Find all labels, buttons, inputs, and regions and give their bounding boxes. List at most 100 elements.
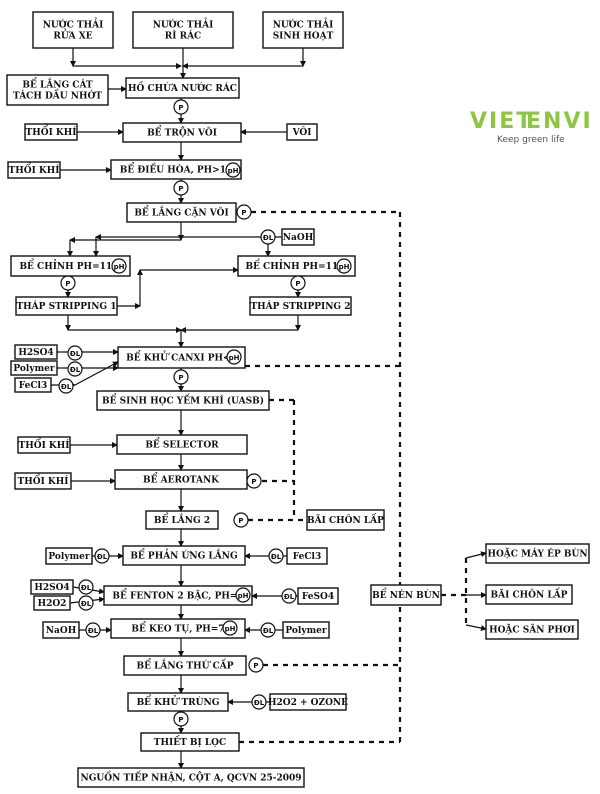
dosing-polymer-3-symbol: ĐL [260,622,276,638]
ph-coag-glyph: pH [225,625,236,633]
dosing-fecl3-1-circle [58,378,74,394]
chem-h2o2: H2O2 [33,595,71,611]
node-press-label: HOẶC MÁY ÉP BÙN [487,548,587,560]
dosing-h2so4-2-symbol: ĐL [78,579,94,595]
dosing-feso4-glyph: ĐL [284,593,295,601]
node-sludge-box [370,584,442,606]
node-strip-2-label: THÁP STRIPPING 2 [250,300,350,312]
node-filter-box [140,732,240,752]
node-decalc-label: BỂ KHỬ CANXI PH<9 [126,350,237,364]
pump-disinfect-glyph: P [178,716,183,724]
pump-1-glyph: P [178,104,183,112]
dosing-h2so4-1-symbol: ĐL [67,345,83,361]
dosing-naoh-1-circle [260,229,276,245]
pump-disinfect-symbol: P [173,711,189,727]
node-secondary-label: BỂ LẮNG THỨ CẤP [136,658,233,672]
node-press-box [485,543,590,564]
chem-h2so4-2-label: H2SO4 [34,583,69,593]
node-collection-box [125,77,240,99]
ph-equalize-glyph: pH [228,167,239,175]
node-mix-lime-label: BỂ TRỘN VÔI [147,125,217,139]
node-react-settle: BỂ PHẢN ỨNG LẮNG [122,545,246,566]
chem-naoh-2-label: NaOH [46,626,77,636]
logo-viet: VIET [470,109,533,134]
node-adjust-1: BỂ CHỈNH PH=11,5 [10,255,131,277]
dosing-h2so4-2-circle [78,579,94,595]
dosing-h2so4-1-glyph: ĐL [70,350,81,358]
ph-adjust-2-glyph: pH [339,263,350,271]
node-mix-lime-box [122,122,242,143]
node-collection: HỒ CHỨA NƯỚC RÁC [125,77,240,99]
input-wash-water-box [32,11,114,49]
chem-h2so4-1: H2SO4 [14,344,58,360]
node-landfill-2-label: BÃI CHÔN LẤP [491,588,568,601]
dosing-h2o2-ozone-circle [251,694,267,710]
chem-naoh-1-label: NaOH [283,233,314,243]
pump-settle-lime-circle [236,204,252,220]
pump-decalc-glyph: P [178,374,183,382]
node-coag: BỂ KEO TỤ, PH=7 [110,618,246,639]
pump-adjust-1-glyph: P [65,280,70,288]
node-secondary: BỂ LẮNG THỨ CẤP [123,655,247,676]
node-disinfect-box [127,692,229,712]
ph-equalize-symbol: pH [225,162,241,178]
node-press: HOẶC MÁY ÉP BÙN [485,543,590,564]
chem-naoh-2: NaOH [42,621,80,639]
node-coag-box [110,618,246,639]
ph-coag-symbol: pH [222,620,238,636]
chem-air-1-box [24,123,78,141]
chem-fecl3-2: FeCl3 [286,547,328,565]
node-strip-1: THÁP STRIPPING 1 [15,296,118,316]
node-decalc-box [117,346,246,369]
chem-naoh-1: NaOH [281,228,315,246]
ph-decalc-circle [226,349,242,365]
node-settle-lime-box [126,202,237,223]
dosing-fecl3-1-glyph: ĐL [61,383,72,391]
node-uasb-box [96,390,270,411]
chem-air-4-label: THỔI KHÍ [18,473,69,487]
chem-lime: VÔI [286,123,318,141]
ph-decalc-symbol: pH [226,349,242,365]
chem-air-4-box [14,472,72,490]
chem-naoh-2-box [42,621,80,639]
input-wash-water-label-2: RỬA XE [53,29,92,42]
chem-polymer-2-label: Polymer [48,552,89,562]
dosing-polymer-3-circle [260,622,276,638]
pump-disinfect-circle [173,711,189,727]
chem-air-2-label: THỔI KHÍ [9,162,60,176]
dosing-polymer-1-glyph: ĐL [70,366,81,374]
node-collection-label: HỒ CHỨA NƯỚC RÁC [128,81,237,94]
chem-air-4: THỔI KHÍ [14,472,72,490]
node-outlet: NGUỒN TIẾP NHẬN, CỘT A, QCVN 25-2009 [77,767,305,788]
dosing-fecl3-1-symbol: ĐL [58,378,74,394]
dosing-h2o2-ozone-glyph: ĐL [254,699,265,707]
chem-polymer-3-box [282,621,330,639]
node-uasb: BỂ SINH HỌC YẾM KHÍ (UASB) [96,390,270,411]
chem-air-2: THỔI KHÍ [7,161,61,179]
chem-h2o2-label: H2O2 [38,599,67,609]
ph-fenton-symbol: pH [235,587,251,603]
node-react-settle-box [122,545,246,566]
flow-line-54 [465,551,487,559]
dosing-naoh-1-glyph: ĐL [263,234,274,242]
node-landfill-1-box [306,509,385,531]
chem-feso4-box [297,587,339,605]
dosing-fecl3-2-glyph: ĐL [271,553,282,561]
dosing-polymer-2-symbol: ĐL [94,548,110,564]
node-uasb-label: BỂ SINH HỌC YẾM KHÍ (UASB) [102,393,264,407]
ph-fenton-glyph: pH [238,592,249,600]
pump-1-circle [173,99,189,115]
ph-adjust-1-glyph: pH [114,263,125,271]
pump-adjust-2-symbol: P [290,275,306,291]
node-strip-1-label: THÁP STRIPPING 1 [16,300,116,312]
flow-line-32 [74,361,119,386]
dosing-h2o2-symbol: ĐL [78,595,94,611]
node-landfill-2: BÃI CHÔN LẤP [485,584,573,605]
dosing-naoh-2-symbol: ĐL [85,622,101,638]
node-settle-lime-label: BỂ LẮNG CẶN VÔI [134,205,228,219]
node-outlet-box [77,767,305,788]
logo-tagline: Keep green life [497,135,565,145]
